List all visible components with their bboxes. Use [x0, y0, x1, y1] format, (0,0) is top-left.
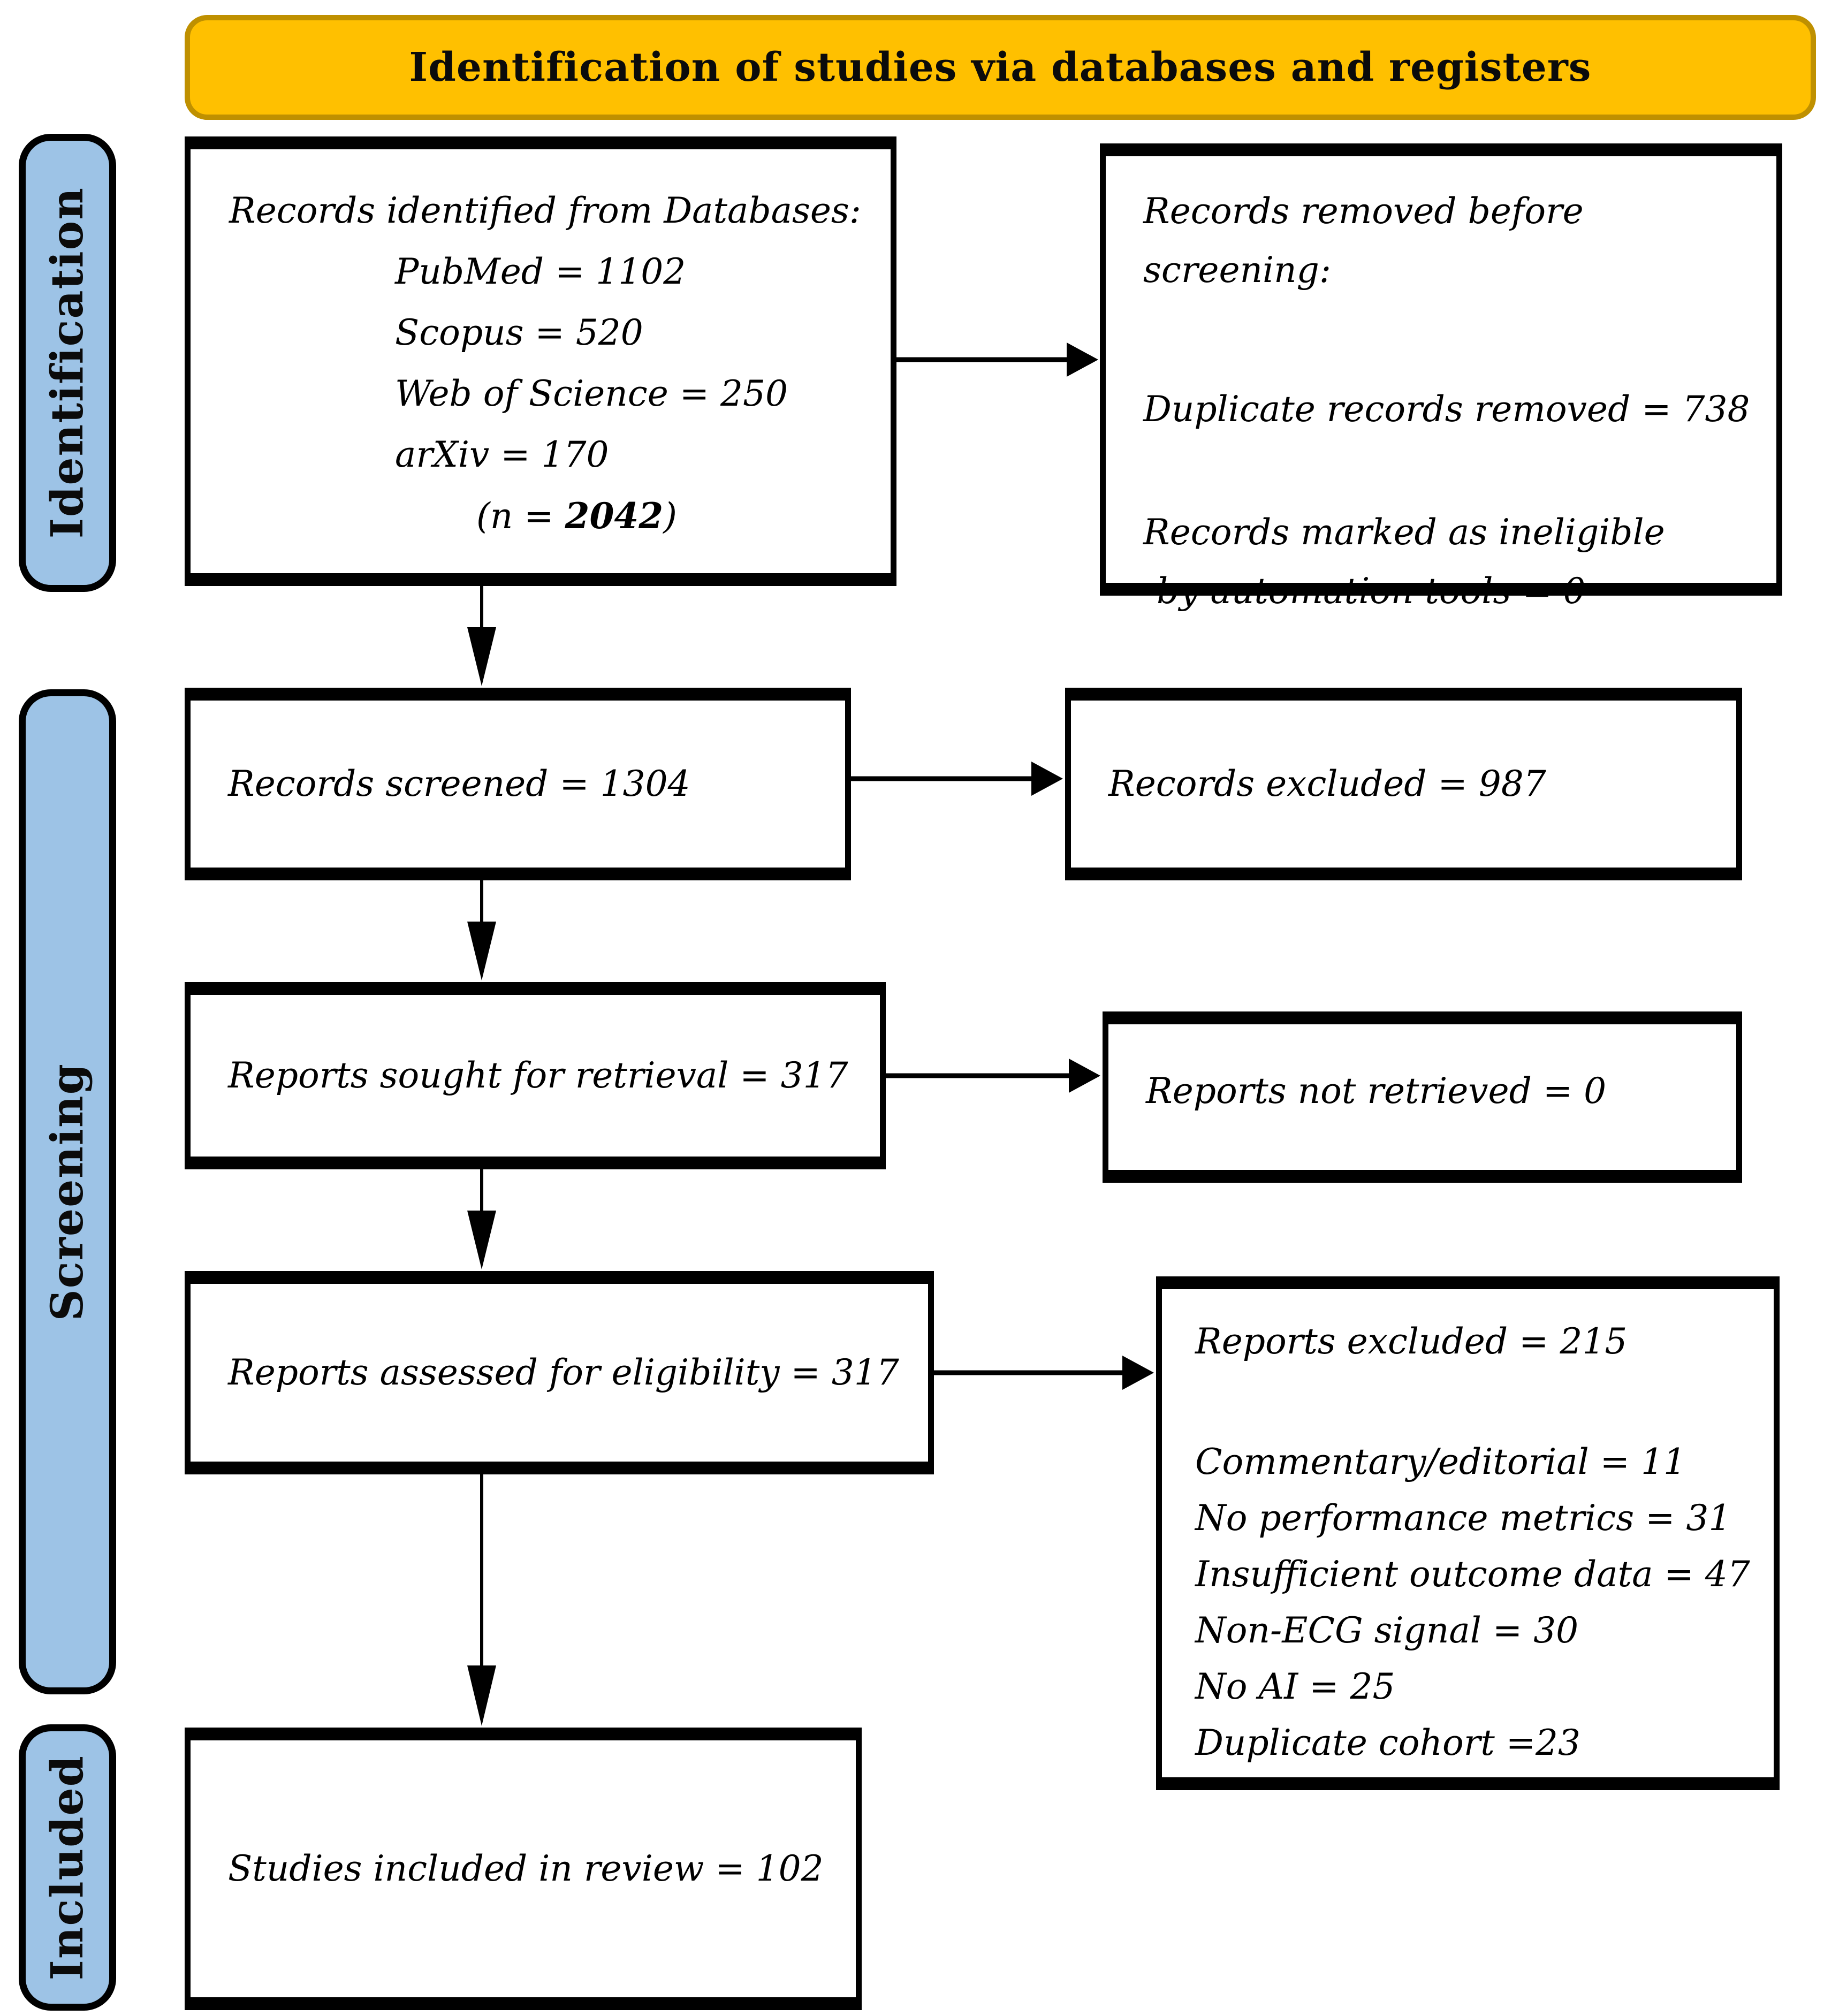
reason-commentary: Commentary/editorial = 11: [1195, 1441, 1686, 1482]
reason-insufficient-data: Insufficient outcome data = 47: [1195, 1554, 1750, 1595]
reports-assessed-text: Reports assessed for eligibility = 317: [228, 1352, 899, 1393]
reports-excluded-reasons: Commentary/editorial = 11 No performance…: [1195, 1434, 1763, 1771]
sidebar-stage-identification: Identification: [19, 134, 116, 592]
header-title: Identification of studies via databases …: [409, 44, 1592, 90]
records-identified-wos: Web of Science = 250: [395, 373, 788, 414]
stage-label-included: Included: [42, 1754, 93, 1981]
arrow-screened-to-excluded-icon: [851, 762, 1063, 796]
arrow-assessed-to-excluded-icon: [934, 1356, 1154, 1390]
records-removed-ineligible-2: by automation tools = 0: [1157, 570, 1586, 612]
box-reports-assessed: Reports assessed for eligibility = 317: [185, 1271, 934, 1474]
box-studies-included: Studies included in review = 102: [185, 1728, 862, 2010]
sidebar-stage-included: Included: [19, 1724, 116, 2011]
studies-included-text: Studies included in review = 102: [228, 1848, 824, 1889]
box-reports-excluded: Reports excluded = 215 Commentary/editor…: [1156, 1276, 1780, 1790]
arrow-identified-to-screened-icon: [467, 586, 496, 686]
records-identified-heading: Records identified from Databases:: [229, 190, 862, 231]
box-records-removed: Records removed before screening: Duplic…: [1100, 143, 1782, 612]
arrow-screened-to-sought-icon: [467, 880, 496, 980]
box-reports-sought: Reports sought for retrieval = 317: [185, 982, 886, 1169]
records-identified-pubmed: PubMed = 1102: [395, 251, 686, 292]
box-records-identified: Records identified from Databases: PubMe…: [185, 136, 896, 586]
stage-label-identification: Identification: [42, 187, 93, 539]
box-records-screened: Records screened = 1304: [185, 688, 851, 880]
records-identified-total: (n = 2042): [229, 485, 875, 547]
reason-no-ai: No AI = 25: [1195, 1666, 1395, 1707]
records-removed-ineligible-1: Records marked as ineligible: [1143, 512, 1665, 553]
records-excluded-text: Records excluded = 987: [1108, 763, 1546, 804]
reason-no-metrics: No performance metrics = 31: [1195, 1497, 1731, 1539]
reports-sought-text: Reports sought for retrieval = 317: [228, 1055, 848, 1096]
arrow-assessed-to-included-icon: [467, 1474, 496, 1726]
records-identified-scopus: Scopus = 520: [395, 312, 643, 353]
records-removed-heading: Records removed before screening:: [1143, 191, 1584, 291]
reason-non-ecg: Non-ECG signal = 30: [1195, 1610, 1579, 1651]
sidebar-stage-screening: Screening: [19, 689, 116, 1694]
total-value: 2042: [565, 495, 664, 537]
header-banner: Identification of studies via databases …: [185, 15, 1816, 120]
reports-excluded-heading: Reports excluded = 215: [1195, 1321, 1628, 1362]
arrow-sought-to-assessed-icon: [467, 1169, 496, 1269]
reports-not-retrieved-text: Reports not retrieved = 0: [1146, 1070, 1607, 1112]
arrow-sought-to-not-retrieved-icon: [886, 1059, 1100, 1093]
arrow-identified-to-removed-icon: [896, 343, 1098, 377]
stage-label-screening: Screening: [42, 1062, 93, 1321]
total-suffix: ): [663, 496, 677, 537]
records-identified-arxiv: arXiv = 170: [395, 434, 609, 475]
records-removed-duplicates: Duplicate records removed = 738: [1143, 389, 1750, 430]
box-records-excluded: Records excluded = 987: [1065, 688, 1742, 880]
total-prefix: (n =: [476, 496, 565, 537]
reason-duplicate-cohort: Duplicate cohort =23: [1195, 1722, 1581, 1763]
records-screened-text: Records screened = 1304: [228, 763, 690, 804]
box-reports-not-retrieved: Reports not retrieved = 0: [1103, 1011, 1742, 1183]
